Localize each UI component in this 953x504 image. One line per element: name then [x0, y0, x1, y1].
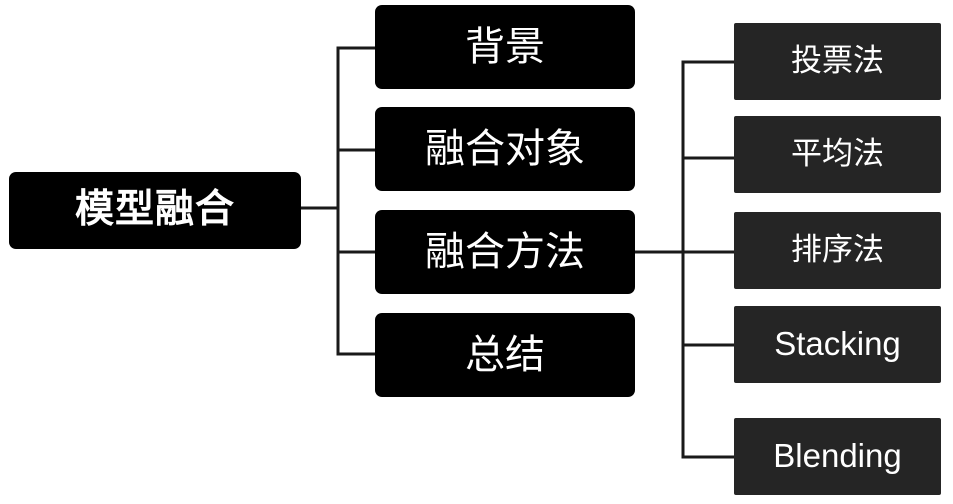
- node-root-model-fusion[interactable]: 模型融合: [9, 172, 301, 249]
- node-branch-summary[interactable]: 总结: [375, 313, 635, 397]
- node-leaf-averaging[interactable]: 平均法: [734, 116, 941, 193]
- node-leaf-voting[interactable]: 投票法: [734, 23, 941, 100]
- node-branch-background[interactable]: 背景: [375, 5, 635, 89]
- node-leaf-blending[interactable]: Blending: [734, 418, 941, 495]
- node-leaf-stacking[interactable]: Stacking: [734, 306, 941, 383]
- node-branch-fusion-targets[interactable]: 融合对象: [375, 107, 635, 191]
- node-branch-fusion-methods[interactable]: 融合方法: [375, 210, 635, 294]
- node-leaf-ranking[interactable]: 排序法: [734, 212, 941, 289]
